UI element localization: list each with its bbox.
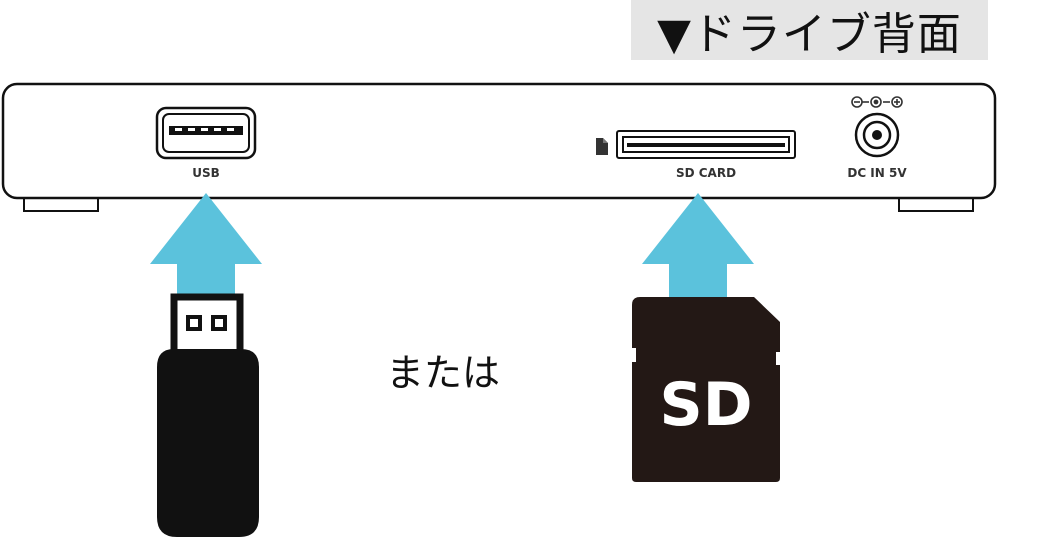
sd-card-icon xyxy=(596,138,608,155)
usb-port-label: USB xyxy=(192,166,220,180)
drive-body xyxy=(1,82,997,212)
dc-power-jack[interactable] xyxy=(854,112,900,158)
sd-card-slot-label: SD CARD xyxy=(676,166,736,180)
sd-card-slot[interactable] xyxy=(616,130,796,159)
dc-jack-label: DC IN 5V xyxy=(847,166,907,180)
sd-card xyxy=(632,297,780,482)
or-label: または xyxy=(386,351,501,395)
page-title: ▼ドライブ背面 xyxy=(657,9,962,60)
drive-rear-panel xyxy=(1,82,997,200)
title-banner: ▼ドライブ背面 xyxy=(631,0,988,60)
sd-card-text: SD xyxy=(659,370,752,440)
sd-insert-arrow xyxy=(642,193,754,300)
usb-flash-drive xyxy=(157,293,259,537)
usb-port[interactable] xyxy=(155,106,257,160)
dc-polarity-icon xyxy=(851,96,903,108)
usb-insert-arrow xyxy=(150,193,262,300)
